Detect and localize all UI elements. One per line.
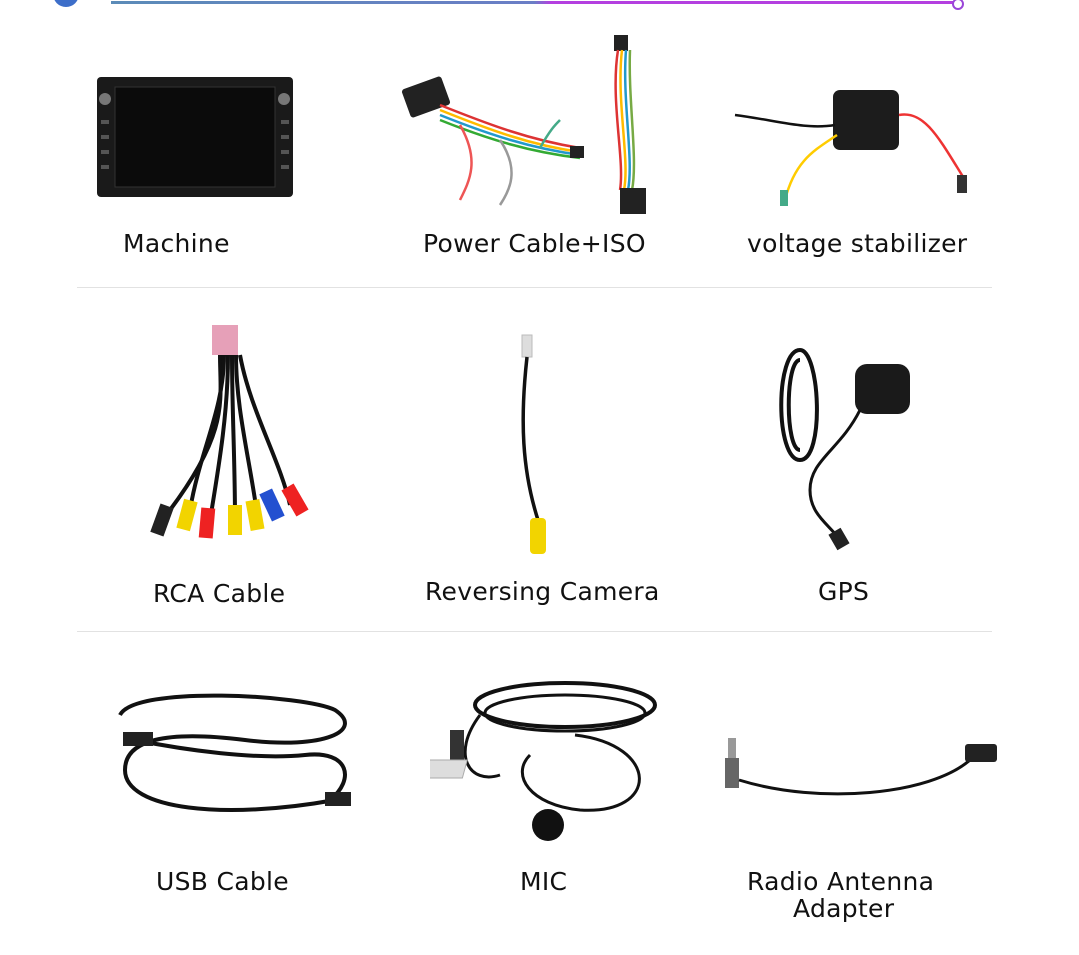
gps-antenna-icon (779, 348, 910, 551)
header-circle-left-icon (54, 0, 78, 7)
header-gradient-line (54, 0, 964, 10)
microphone-icon (430, 681, 657, 841)
item-label: Power Cable+ISO (423, 229, 646, 258)
car-stereo-machine-icon (97, 77, 293, 197)
row-divider (77, 631, 992, 632)
item-label: Reversing Camera (425, 577, 660, 606)
header-circle-right-icon (952, 0, 964, 10)
rca-cable-icon (150, 325, 309, 539)
radio-antenna-adapter-icon (725, 738, 997, 796)
item-label-line2: Adapter (793, 894, 895, 923)
reversing-camera-cable-icon (521, 334, 546, 554)
item-label: MIC (520, 867, 568, 896)
row-divider (77, 287, 992, 288)
item-label: Machine (123, 229, 230, 258)
item-label: GPS (818, 577, 870, 606)
power-cable-iso-icon (401, 35, 646, 214)
voltage-stabilizer-icon (734, 90, 967, 206)
item-label: Radio Antenna (747, 867, 935, 896)
usb-cable-icon (118, 693, 351, 812)
item-label: RCA Cable (153, 579, 286, 608)
item-label: voltage stabilizer (747, 229, 968, 258)
item-label: USB Cable (156, 867, 289, 896)
